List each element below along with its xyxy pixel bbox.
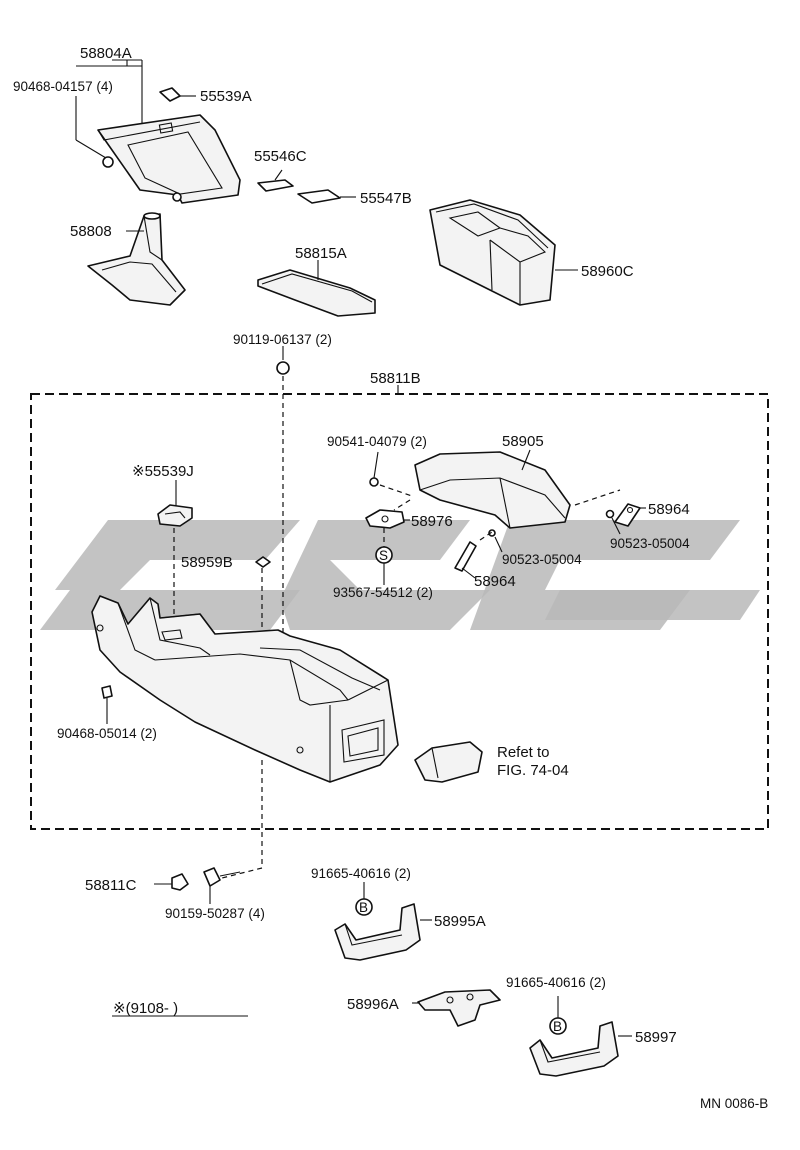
cover-55547B xyxy=(297,189,356,204)
label-90468-05014: 90468-05014 (2) xyxy=(57,726,157,741)
console-58811B xyxy=(91,595,399,783)
label-58976: 58976 xyxy=(411,513,453,530)
label-90523-05004-lower: 90523-05004 xyxy=(502,552,582,567)
leader-58804A xyxy=(75,59,143,159)
label-90119-06137: 90119-06137 (2) xyxy=(233,332,332,347)
mark-s: S xyxy=(379,548,388,563)
label-58959B: 58959B xyxy=(181,554,233,571)
boot-58808 xyxy=(87,212,186,306)
mark-b-lower: B xyxy=(553,1019,562,1034)
label-90468-04157: 90468-04157 (4) xyxy=(13,79,113,94)
label-58960C: 58960C xyxy=(581,263,634,280)
label-55539A: 55539A xyxy=(200,88,252,105)
label-refer-line1: Refet to xyxy=(497,744,550,761)
label-91665-40616-upper: 91665-40616 (2) xyxy=(311,866,411,881)
label-93567-54512: 93567-54512 (2) xyxy=(333,585,433,600)
hinge-58964-upper xyxy=(574,489,646,535)
nut-90119-06137 xyxy=(276,346,290,640)
label-58815A: 58815A xyxy=(295,245,347,262)
label-58995A: 58995A xyxy=(434,913,486,930)
label-refer-line2: FIG. 74-04 xyxy=(497,762,569,779)
label-90523-05004-upper: 90523-05004 xyxy=(610,536,690,551)
mat-58815A xyxy=(257,260,376,317)
label-58905: 58905 xyxy=(502,433,544,450)
plug-58811C xyxy=(154,873,189,891)
cover-55546C xyxy=(257,169,294,192)
label-58996A: 58996A xyxy=(347,996,399,1013)
label-58804A: 58804A xyxy=(80,45,132,62)
label-note: ※(9108- ) xyxy=(113,1000,178,1017)
mark-b-upper: B xyxy=(359,900,368,915)
panel-58804A xyxy=(97,114,241,204)
label-58964-upper: 58964 xyxy=(648,501,690,518)
bracket-58995A xyxy=(334,882,432,961)
box-58960C xyxy=(429,199,578,306)
bracket-58996A xyxy=(412,989,501,1027)
label-58997: 58997 xyxy=(635,1029,677,1046)
hinge-58964-lower xyxy=(454,529,503,579)
label-90541-04079: 90541-04079 (2) xyxy=(327,434,427,449)
label-58811B: 58811B xyxy=(370,370,421,387)
label-55539J: ※55539J xyxy=(132,463,194,480)
frame-58811B xyxy=(30,385,769,830)
label-91665-40616-lower: 91665-40616 (2) xyxy=(506,975,606,990)
screw-drop xyxy=(221,760,263,879)
watermark-logo xyxy=(40,520,760,630)
label-diagram-code: MN 0086-B xyxy=(700,1096,768,1111)
armrest-58905 xyxy=(414,449,571,529)
clip-58959B xyxy=(255,556,271,640)
clip-55539J xyxy=(157,480,193,620)
screw-90541-04079 xyxy=(369,451,413,497)
clip-55539A xyxy=(159,87,196,102)
label-90159-50287: 90159-50287 (4) xyxy=(165,906,265,921)
bracket-58997 xyxy=(529,996,632,1077)
screw-90159-50287 xyxy=(203,867,241,904)
label-55546C: 55546C xyxy=(254,148,307,165)
ashtray-refer xyxy=(414,741,483,783)
label-58808: 58808 xyxy=(70,223,112,240)
label-58811C: 58811C xyxy=(85,877,137,894)
label-55547B: 55547B xyxy=(360,190,412,207)
label-58964-lower: 58964 xyxy=(474,573,516,590)
latch-58976 xyxy=(365,499,411,585)
